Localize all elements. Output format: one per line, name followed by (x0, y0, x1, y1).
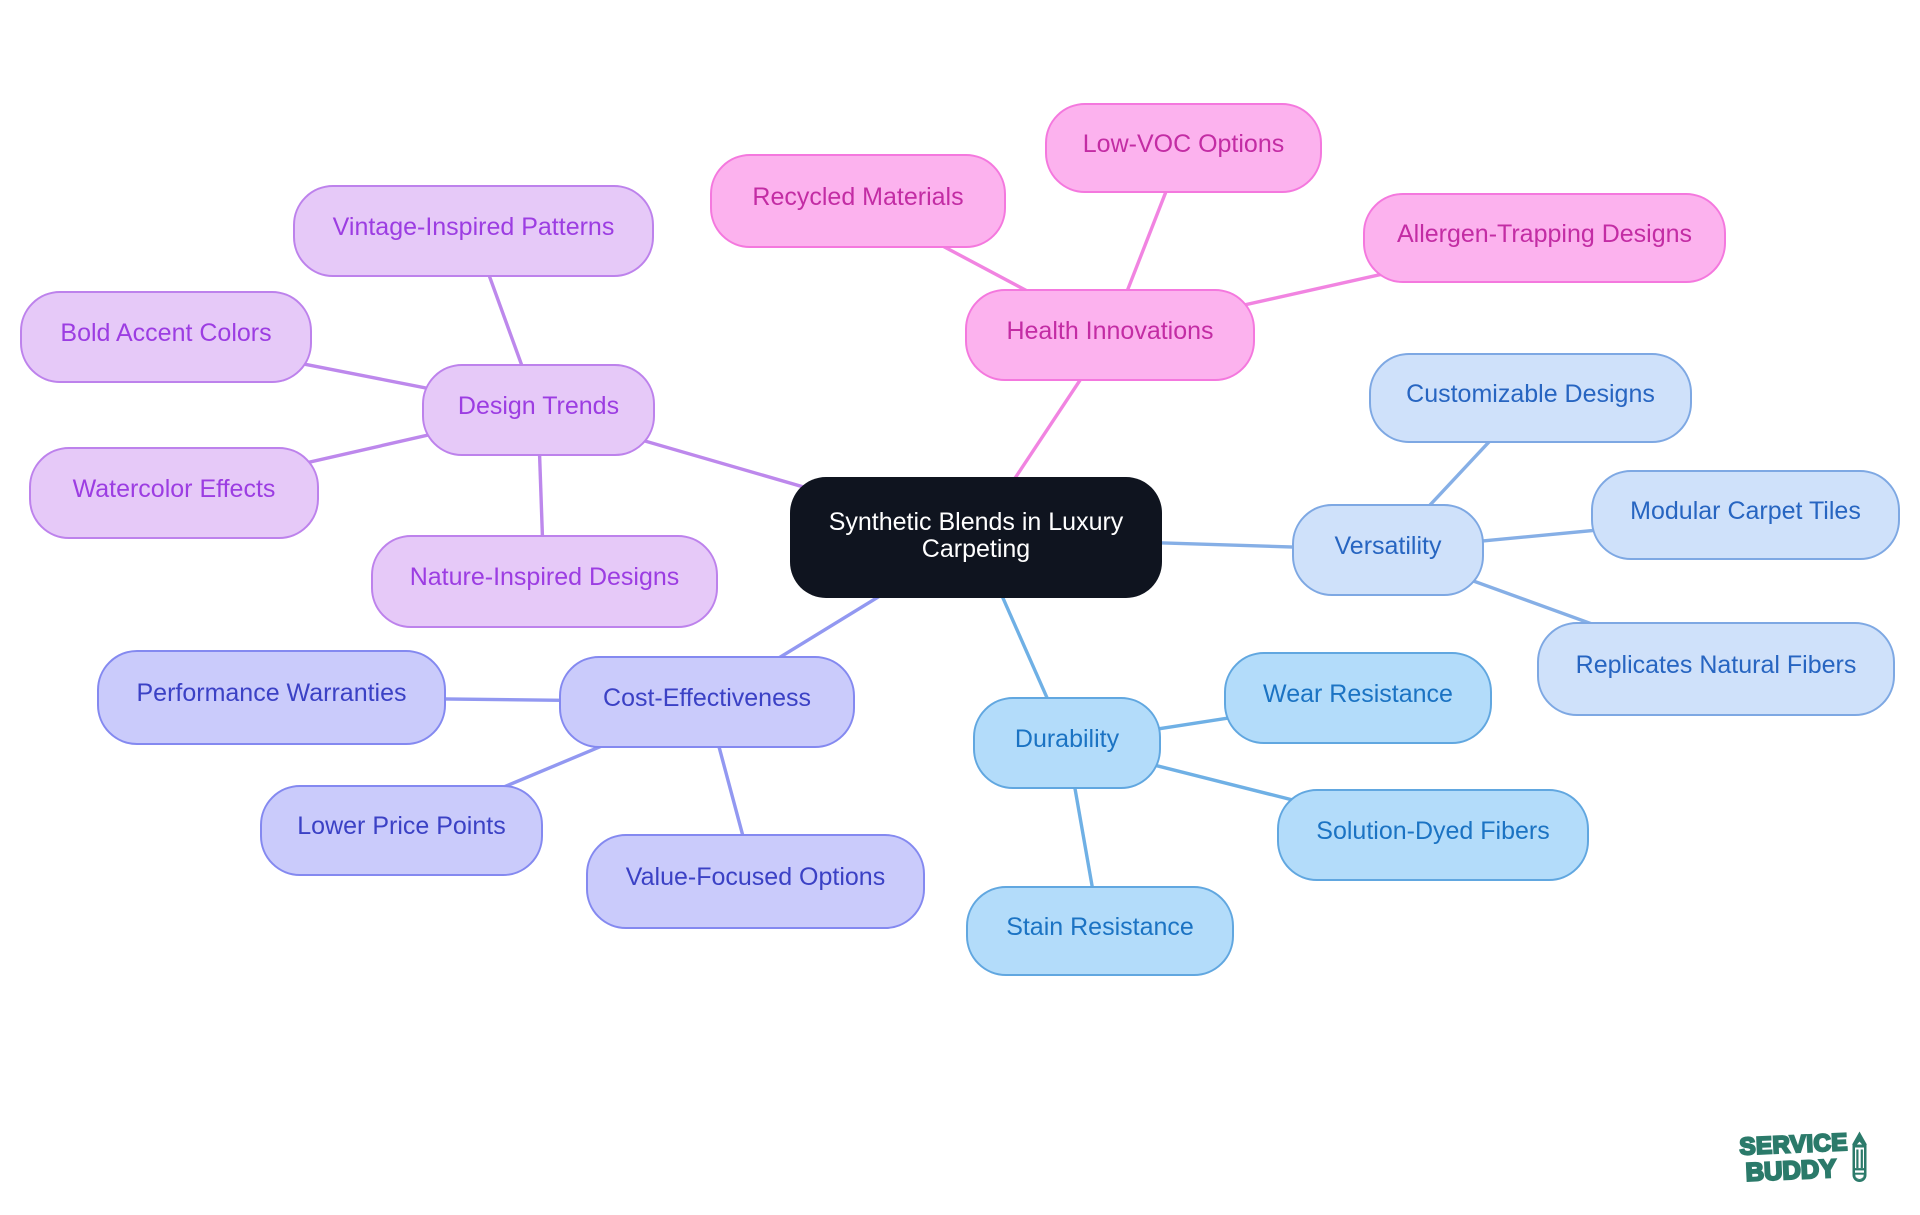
svg-text:BUDDY: BUDDY (1745, 1155, 1837, 1187)
svg-text:SERVICE: SERVICE (1739, 1129, 1849, 1161)
